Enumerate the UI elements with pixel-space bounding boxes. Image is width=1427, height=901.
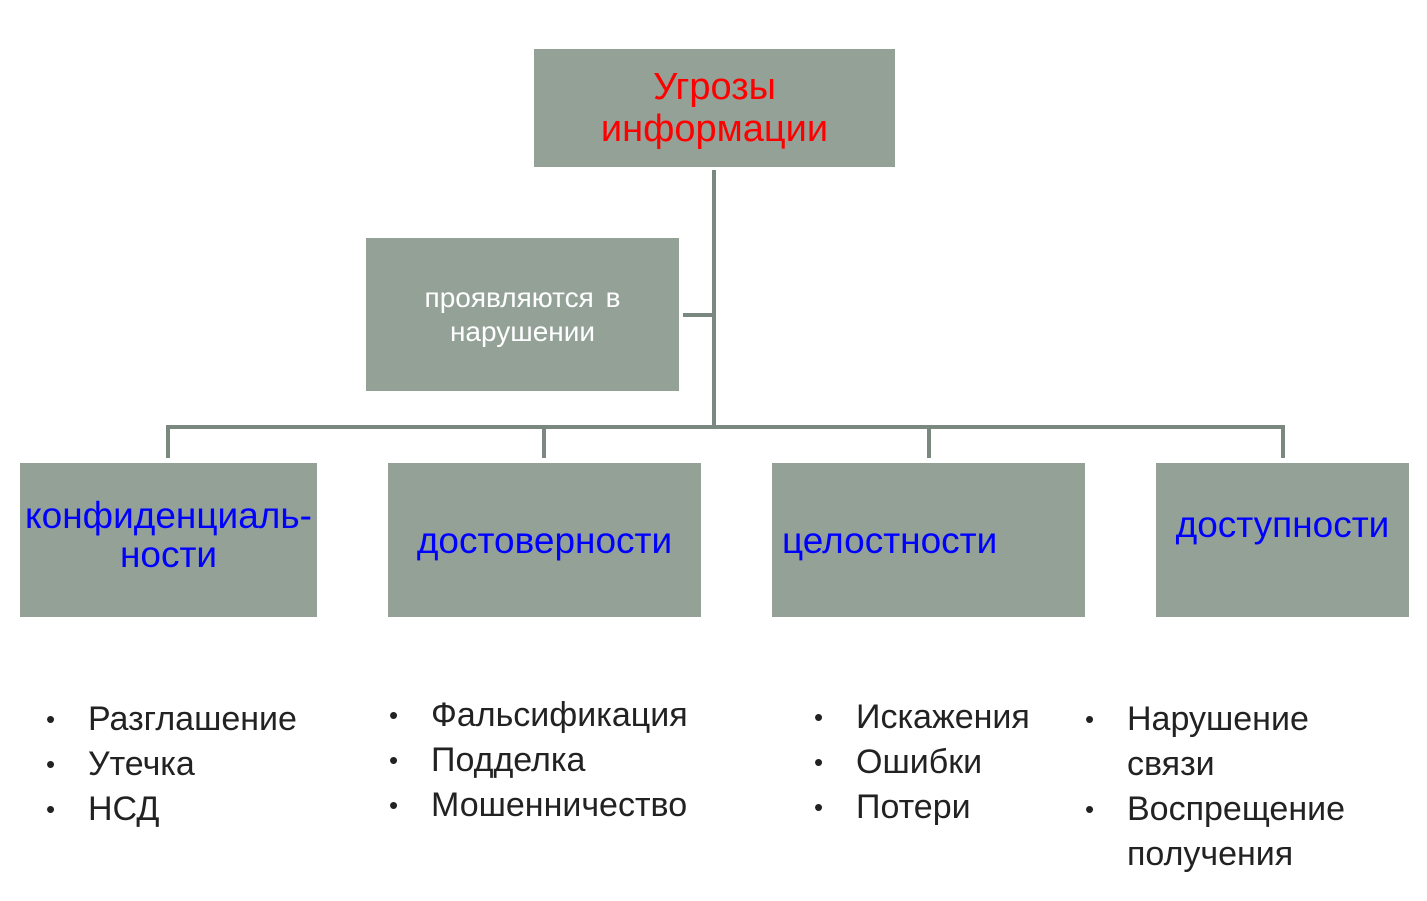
category-reliability: достоверности <box>388 463 701 617</box>
category-label: достоверности <box>416 519 673 561</box>
list-item: Воспрещение получения <box>1085 787 1367 877</box>
list-item: Нарушение связи <box>1085 697 1309 787</box>
category-availability: доступности <box>1156 463 1409 617</box>
list-item: Мошенничество <box>389 783 688 828</box>
relation-label: проявляются в нарушении <box>424 281 621 347</box>
root-node: Угрозы информации <box>534 49 895 167</box>
list-item: НСД <box>46 787 297 832</box>
list-confidentiality: Разглашение Утечка НСД <box>46 697 297 832</box>
connector-drop-4 <box>1281 425 1285 458</box>
connector-drop-2 <box>542 425 546 458</box>
category-label: целостности <box>782 519 998 561</box>
list-reliability: Фальсификация Подделка Мошенничество <box>389 693 688 828</box>
connector-root-vertical <box>712 170 716 429</box>
list-item: Ошибки <box>814 740 1030 785</box>
list-item: Фальсификация <box>389 693 688 738</box>
list-item: Разглашение <box>46 697 297 742</box>
list-item: Утечка <box>46 742 297 787</box>
category-integrity: целостности <box>772 463 1085 617</box>
list-item: Искажения <box>814 695 1030 740</box>
connector-drop-1 <box>166 425 170 458</box>
list-availability: Нарушение связи Воспрещение получения <box>1085 697 1385 877</box>
category-label: конфиденциаль-ности <box>25 495 312 575</box>
list-item: Потери <box>814 785 1030 830</box>
connector-relation-stub <box>683 313 714 317</box>
category-confidentiality: конфиденциаль-ности <box>20 463 317 617</box>
connector-horizontal <box>166 425 1285 429</box>
connector-drop-3 <box>927 425 931 458</box>
list-integrity: Искажения Ошибки Потери <box>814 695 1030 830</box>
category-label: доступности <box>1175 504 1390 545</box>
relation-node: проявляются в нарушении <box>366 238 679 391</box>
root-label: Угрозы информации <box>600 66 829 150</box>
list-item: Подделка <box>389 738 688 783</box>
